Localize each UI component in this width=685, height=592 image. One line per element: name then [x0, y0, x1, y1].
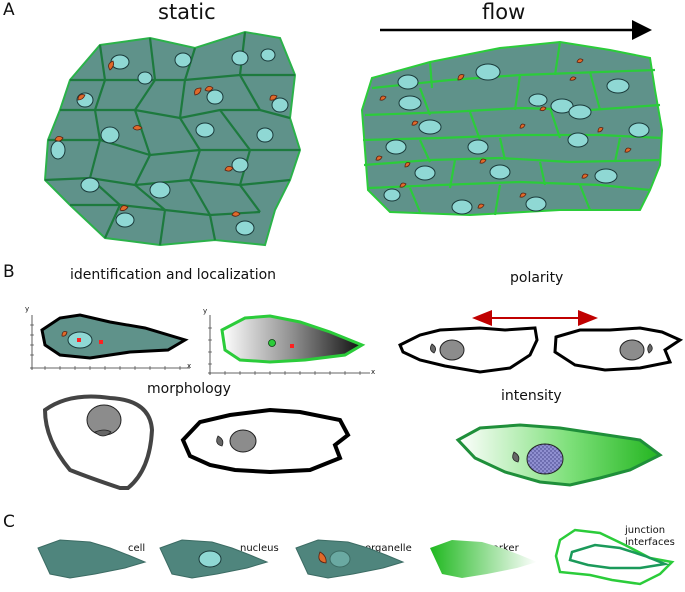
plot1-cell-centroid	[99, 340, 103, 344]
polarity-arrow	[472, 310, 598, 326]
axis-y-label-2: y	[203, 307, 208, 315]
axis-y-label-1: y	[25, 305, 30, 313]
flow-arrow	[380, 20, 652, 40]
plot2-marker-centroid	[268, 339, 276, 347]
intensity-nucleus	[526, 443, 564, 475]
legend-junction-interfaces	[554, 528, 675, 586]
legend-organelle-shape	[318, 551, 327, 564]
legend-nucleus	[159, 539, 269, 579]
axis-x-label-1: x	[187, 362, 192, 370]
polarity-right-organelle	[647, 343, 653, 354]
plot2-cell	[220, 314, 366, 364]
static-junctions	[44, 31, 300, 246]
morphology-elongated-nucleus	[229, 429, 257, 453]
intensity-cell	[455, 423, 663, 487]
polarity-left-nucleus	[439, 339, 465, 361]
plot1-axes	[30, 315, 190, 370]
flow-title: flow	[482, 0, 526, 24]
flow-organelles	[375, 58, 632, 209]
legend-junction-label: junction interfaces	[625, 525, 675, 548]
identification-title: identification and localization	[70, 267, 277, 283]
plot2-intensity-centroid	[290, 344, 294, 348]
static-tissue	[43, 30, 302, 247]
morphology-elongated-organelle	[216, 435, 224, 447]
legend-cell-label: cell	[128, 543, 146, 554]
legend-cell	[37, 539, 147, 579]
polarity-cell-right	[553, 326, 684, 372]
static-nuclei	[50, 48, 289, 236]
identification-plot-1	[30, 313, 190, 370]
morphology-round-organelle	[94, 429, 112, 437]
axis-x-label-2: x	[371, 368, 376, 376]
legend-organelle	[295, 539, 405, 579]
polarity-cell-left	[398, 326, 539, 374]
panel-b-letter: B	[3, 262, 15, 282]
legend-nucleus-shape	[198, 550, 222, 568]
flow-junctions	[362, 41, 663, 216]
intensity-title: intensity	[501, 388, 562, 404]
polarity-title: polarity	[510, 270, 564, 286]
polarity-right-nucleus	[619, 339, 645, 361]
static-tissue-body	[43, 30, 302, 247]
panel-a-letter: A	[3, 0, 15, 20]
morphology-elongated-cell	[180, 407, 351, 475]
plot1-nucleus-centroid	[77, 338, 81, 342]
plot1-organelle	[61, 331, 68, 337]
plot2-axes	[208, 315, 370, 375]
panel-c-letter: C	[3, 512, 15, 532]
identification-plot-2	[208, 314, 370, 375]
legend-marker	[430, 540, 537, 578]
legend-organelle-label: organelle	[365, 543, 412, 554]
flow-tissue-body	[360, 40, 664, 217]
legend-nucleus-label: nucleus	[240, 543, 279, 554]
flow-nuclei	[383, 63, 650, 215]
morphology-round-cell	[42, 394, 155, 490]
intensity-organelle	[512, 451, 520, 463]
static-organelles	[54, 60, 278, 217]
static-title: static	[158, 0, 216, 24]
flow-tissue	[360, 40, 664, 217]
polarity-left-organelle	[430, 343, 436, 354]
morphology-title: morphology	[147, 381, 231, 397]
